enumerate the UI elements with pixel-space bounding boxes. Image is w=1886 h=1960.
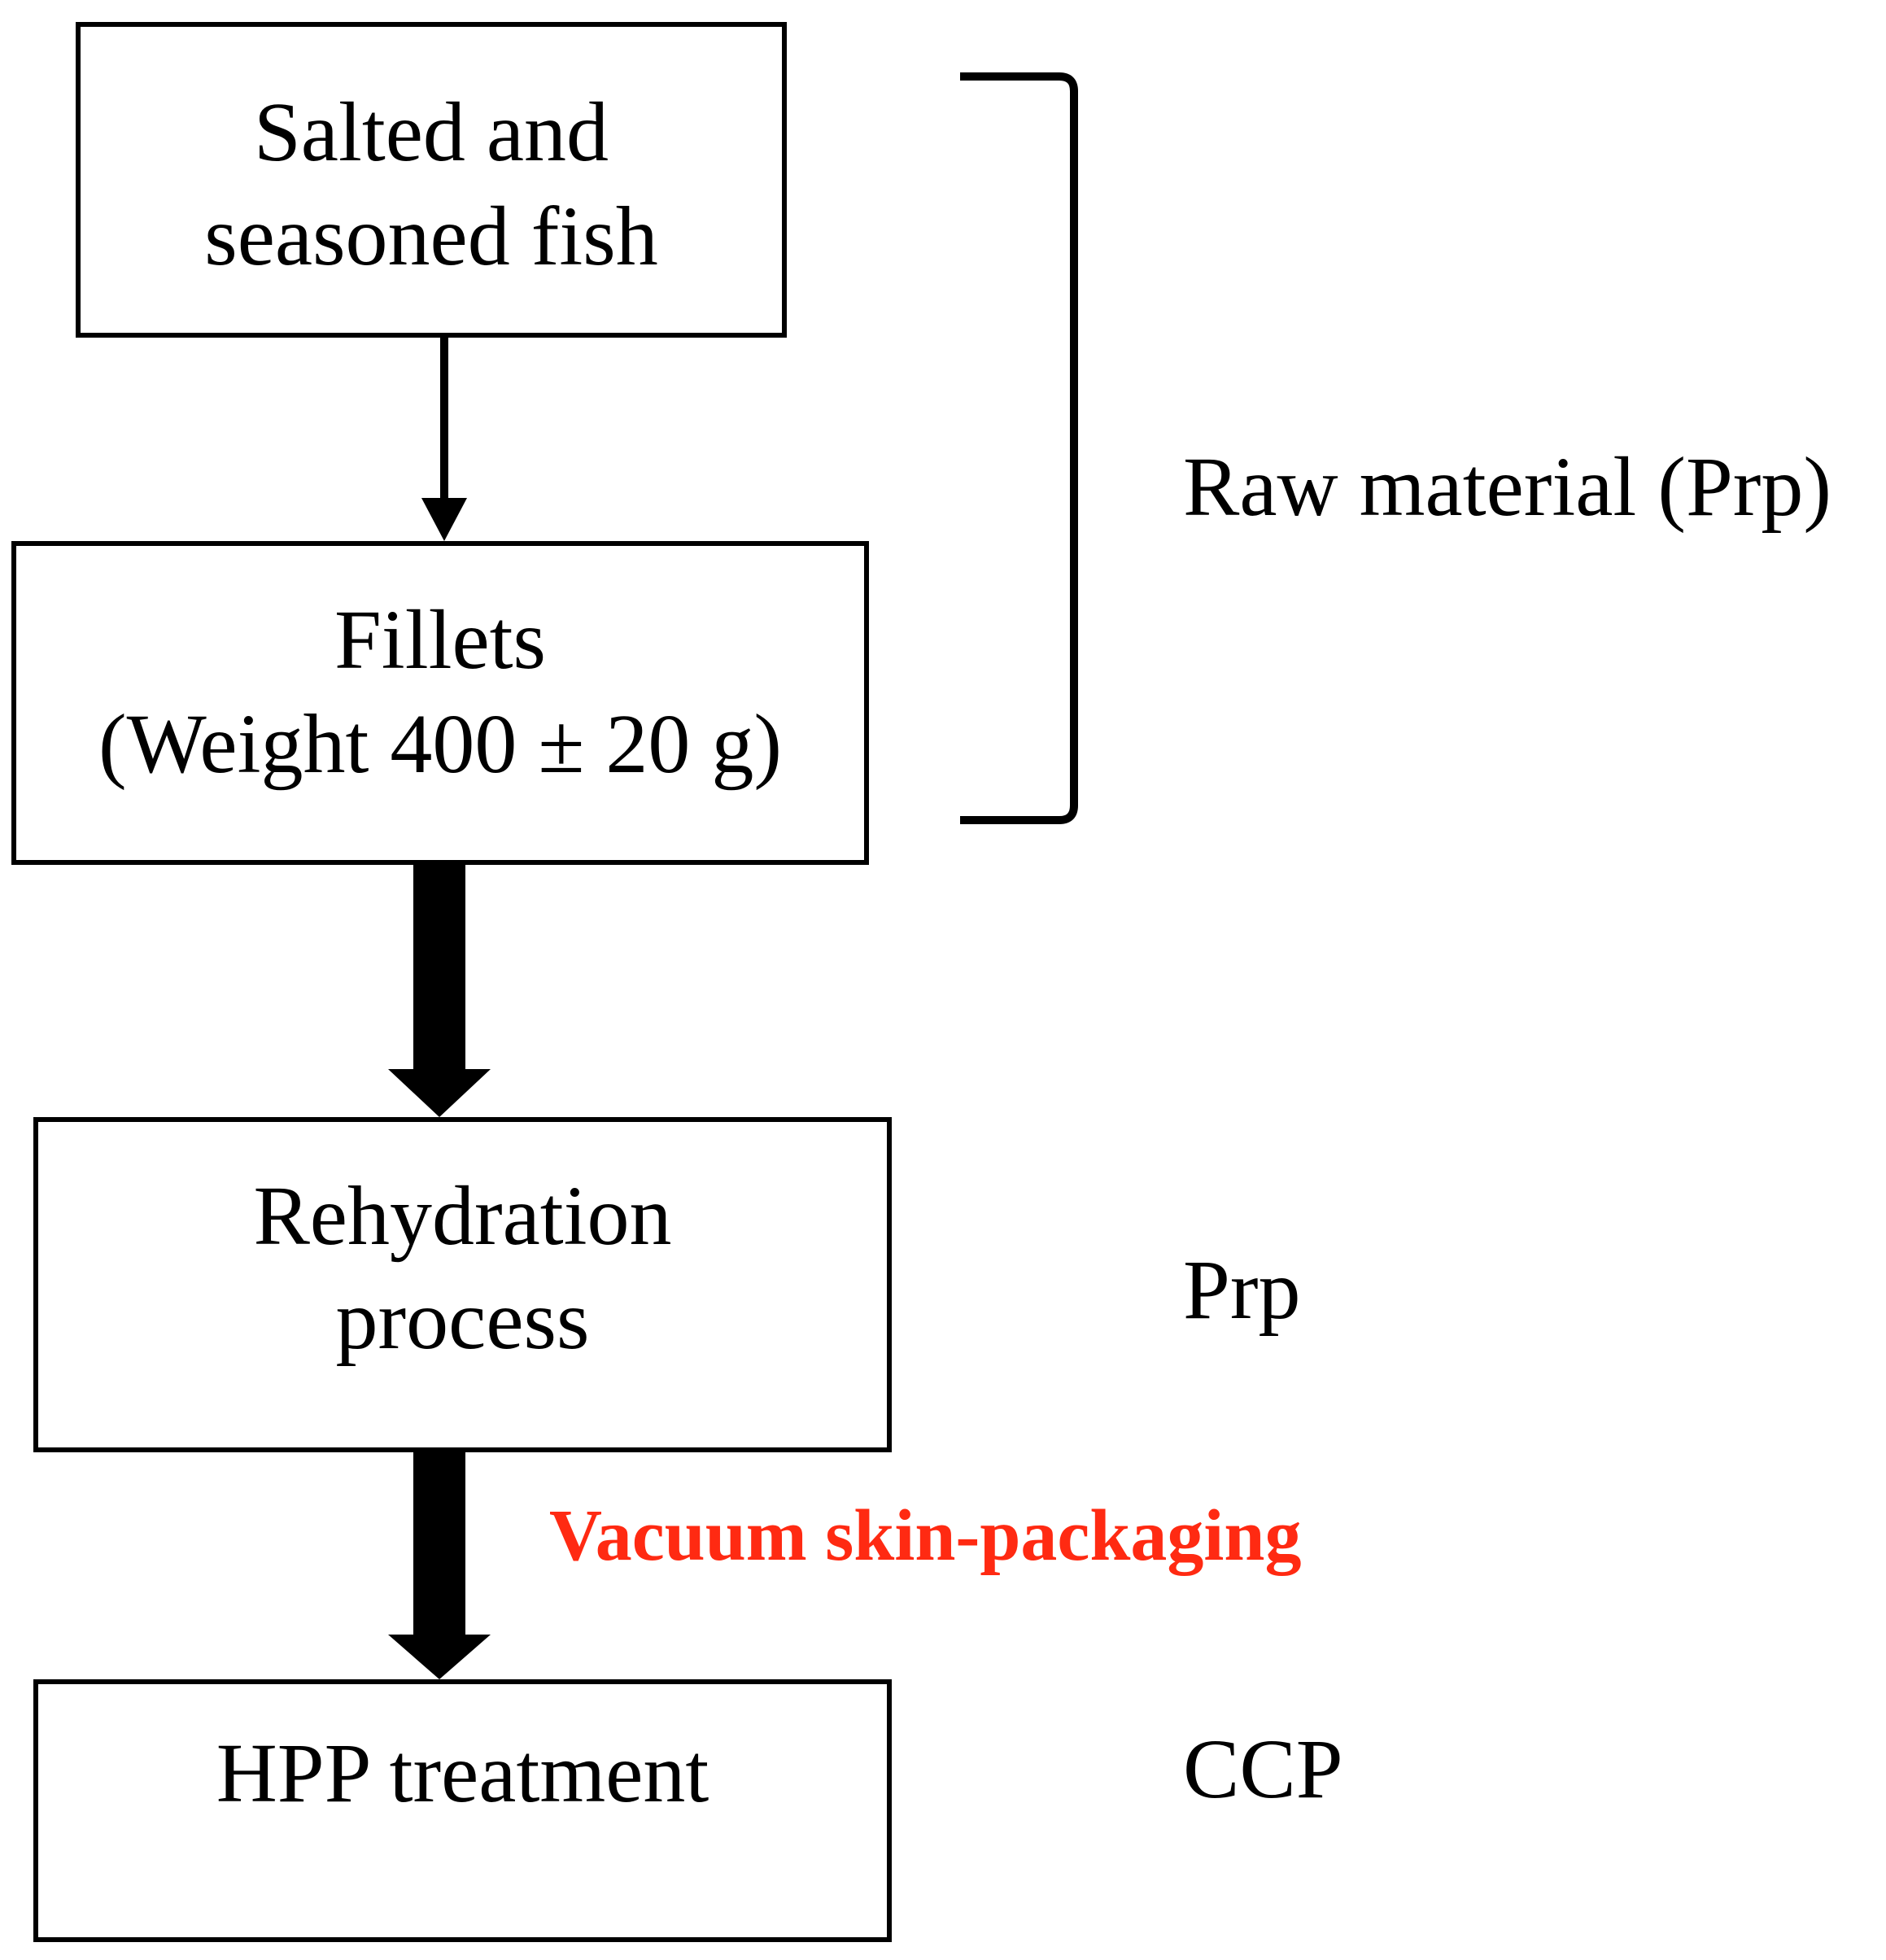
- label-raw-material: Raw material (Prp): [1183, 440, 1832, 534]
- box-rehydration-line-1: Rehydration: [253, 1169, 672, 1263]
- box-hpp-treatment: HPP treatment: [33, 1679, 892, 1942]
- label-prp: Prp: [1183, 1243, 1301, 1337]
- box-rehydration-line-2: process: [335, 1273, 590, 1367]
- box-rehydration-process: Rehydration process: [33, 1117, 892, 1452]
- arrow-rehydration-to-hpp-shaft: [413, 1452, 465, 1638]
- box-salted-line-1: Salted and: [253, 85, 609, 179]
- box-salted-seasoned-fish: Salted and seasoned fish: [76, 22, 787, 338]
- box-fillets-line-2: (Weight 400 ± 20 g): [98, 697, 783, 791]
- box-fillets: Fillets (Weight 400 ± 20 g): [11, 541, 869, 865]
- raw-material-bracket: [960, 72, 1078, 824]
- label-ccp: CCP: [1183, 1722, 1343, 1816]
- box-hpp-line-1: HPP treatment: [216, 1726, 709, 1820]
- box-fillets-line-1: Fillets: [334, 593, 547, 687]
- label-vacuum-skin-packaging: Vacuum skin-packaging: [549, 1495, 1302, 1576]
- arrow-salted-to-fillets-head: [421, 498, 467, 541]
- arrow-fillets-to-rehydration-head: [388, 1069, 491, 1117]
- arrow-fillets-to-rehydration-shaft: [413, 865, 465, 1072]
- box-salted-line-2: seasoned fish: [204, 190, 658, 283]
- arrow-rehydration-to-hpp-head: [388, 1635, 491, 1679]
